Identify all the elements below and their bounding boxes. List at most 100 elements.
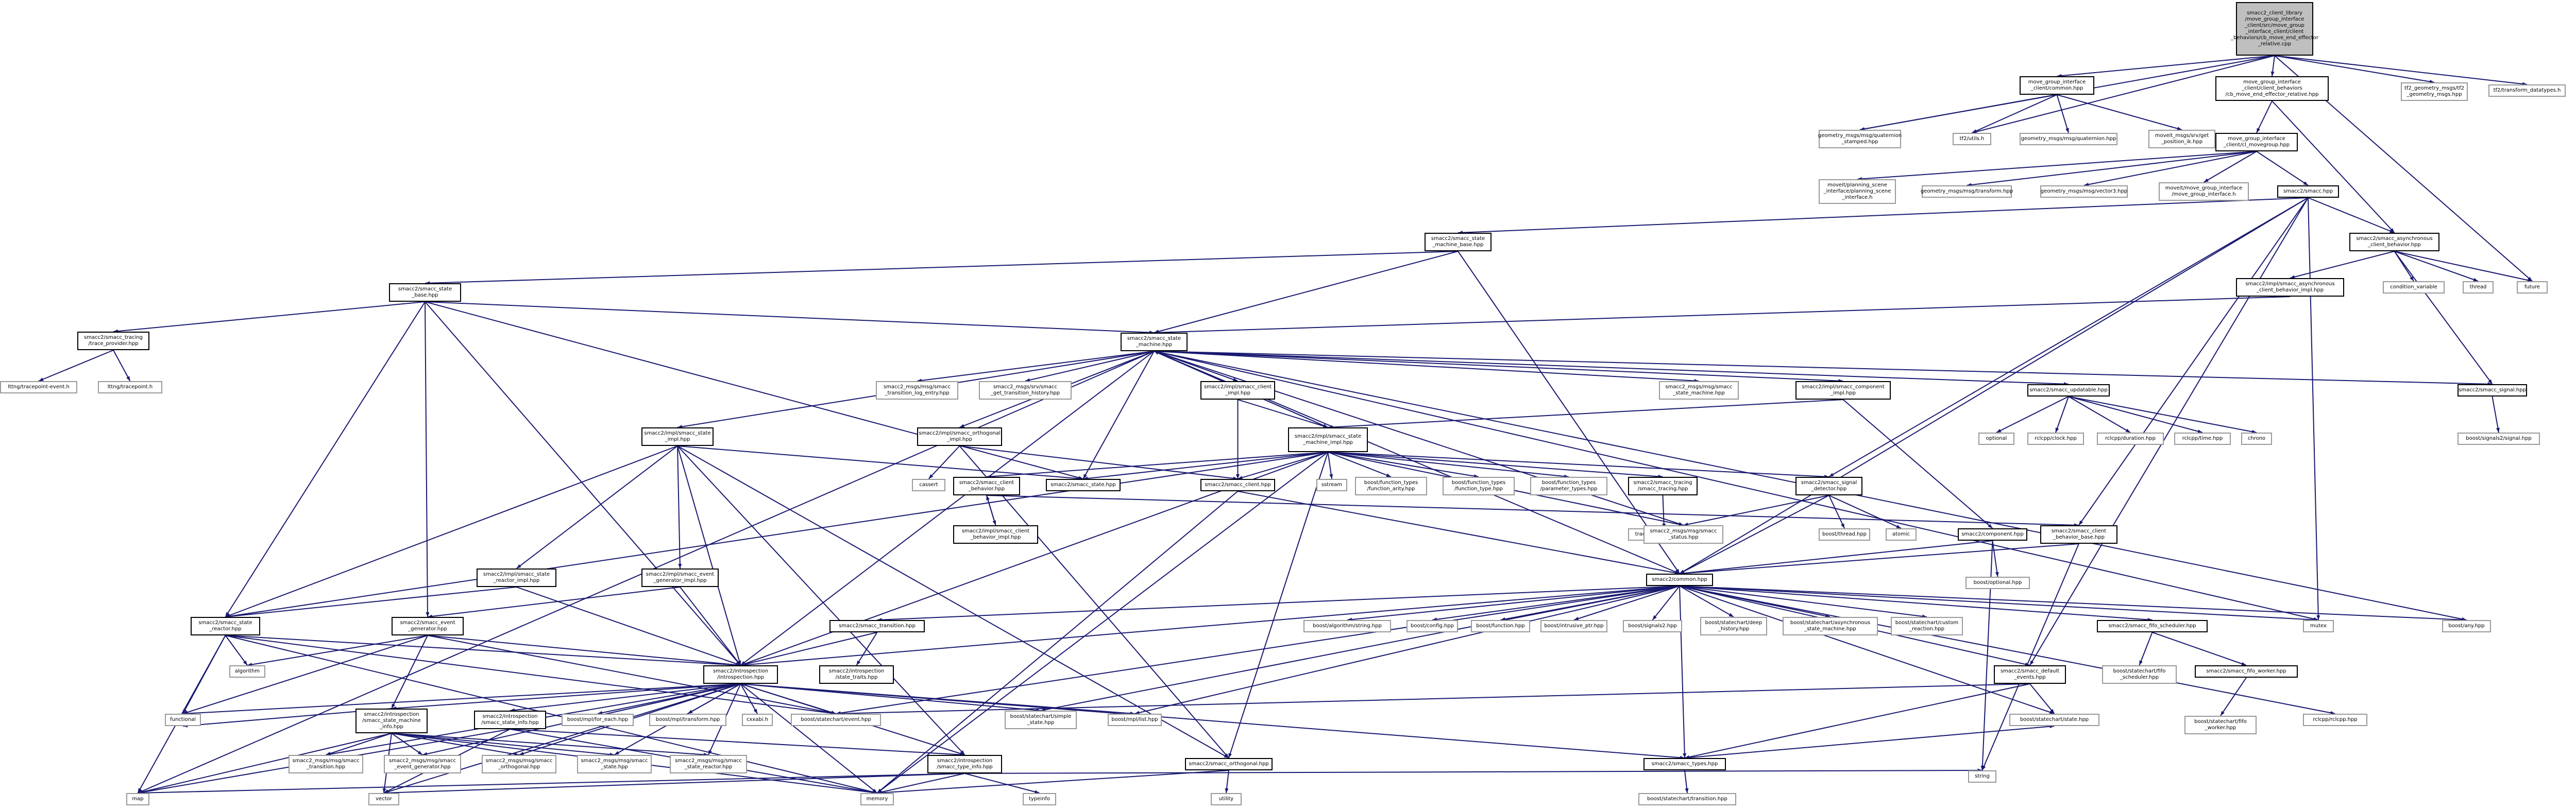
state-traits-node[interactable]: smacc2/introspection /state_traits.hpp [819,665,894,684]
fifo-scheduler-hpp-node[interactable]: smacc2/smacc_fifo_scheduler.hpp [2097,620,2208,632]
status-msg-node: smacc2_msgs/msg/smacc _status.hpp [1643,525,1723,544]
event-generator-impl-node[interactable]: smacc2/impl/smacc_event _generator_impl.… [641,568,719,587]
map-node: map [126,793,149,805]
boost-function-node: boost/function.hpp [1471,620,1530,632]
state-machine-info-node[interactable]: smacc2/introspection /smacc_state_machin… [355,709,428,733]
client-behavior-hpp-node[interactable]: smacc2/smacc_client _behavior.hpp [953,477,1020,495]
include-edge [113,301,426,333]
include-edge [427,587,681,618]
parameter-types-node: boost/function_types /parameter_types.hp… [1530,477,1607,495]
tf2-geometry-msgs-node: tf2_geometry_msgs/tf2 _geometry_msgs.hpp [2401,82,2468,101]
include-edge [740,683,1041,712]
component-impl-node[interactable]: smacc2/impl/smacc_component _impl.hpp [1795,381,1891,400]
include-edge [2270,55,2275,77]
type-info-node[interactable]: smacc2/introspection /smacc_type_info.hp… [927,755,1002,773]
include-edge [1154,351,1684,526]
include-edge [2152,632,2247,666]
include-edge [2256,151,2309,186]
include-edge [38,350,114,382]
smacc-hpp-node[interactable]: smacc2/smacc.hpp [2277,185,2339,198]
include-edge [1684,770,1689,794]
state-machine-base-node[interactable]: smacc2/smacc_state _machine_base.hpp [1425,233,1492,251]
optional-node: optional [1978,433,2014,445]
state-info-node[interactable]: smacc2/introspection /smacc_state_info.h… [474,711,546,729]
include-edge [1828,495,1845,529]
asynchronous-client-behavior-node[interactable]: smacc2/smacc_asynchronous _client_behavi… [2349,233,2439,251]
include-edge [2057,94,2182,130]
state-reactor-impl-node[interactable]: smacc2/impl/smacc_state _reactor_impl.hp… [477,568,556,587]
include-edge [2068,396,2257,434]
cassert-node: cassert [912,479,945,491]
client-behavior-impl-node[interactable]: smacc2/impl/smacc_client _behavior_impl.… [953,525,1038,544]
include-edge [516,587,741,666]
state-machine-node[interactable]: smacc2/smacc_state _machine.hpp [1121,333,1188,351]
include-edge [391,733,519,756]
future-node: future [2517,281,2548,294]
types-hpp-node[interactable]: smacc2/smacc_types.hpp [1643,758,1726,770]
include-edge [2492,396,2500,433]
chrono-node: chrono [2241,433,2272,445]
component-hpp-node[interactable]: smacc2/component.hpp [1958,528,2027,541]
state-impl-node[interactable]: smacc2/impl/smacc_state _impl.hpp [641,427,714,446]
client-impl-node[interactable]: smacc2/impl/smacc_client _impl.hpp [1200,381,1275,400]
orthogonal-msg-node: smacc2_msgs/msg/smacc _orthogonal.hpp [482,755,556,773]
include-edge [836,683,2030,716]
include-edge [225,635,248,666]
introspection-node[interactable]: smacc2/introspection /introspection.hpp [703,665,778,684]
trace-provider-node[interactable]: smacc2/smacc_tracing /trace_provider.hpp [77,332,149,350]
include-edge [2394,251,2493,385]
default-events-node[interactable]: smacc2/smacc_default _events.hpp [1994,665,2066,684]
include-edge [1328,452,1569,478]
include-edge [1679,543,2079,575]
common-hpp-node[interactable]: smacc2/common.hpp [1646,574,1713,586]
fifo-worker-hpp-node[interactable]: smacc2/smacc_fifo_worker.hpp [2195,665,2298,678]
mpl-for-each-node: boost/mpl/for_each.hpp [562,714,634,726]
event-generator-node[interactable]: smacc2/smacc_event _generator.hpp [392,617,464,635]
include-edge [1679,585,1927,618]
include-edge [1972,55,2275,134]
include-edge [2308,197,2395,233]
include-edge [856,632,878,666]
include-edge [1458,197,2309,235]
include-edge [516,445,678,569]
include-edge [425,301,741,666]
include-edge [182,683,741,716]
cl-movegroup-hpp-node[interactable]: move_group_interface _client/cl_movegrou… [2215,133,2298,151]
root-source-file-node: smacc2_client_library /move_group_interf… [2231,2,2318,56]
state-hpp-node[interactable]: smacc2/smacc_state.hpp [1046,479,1121,491]
mgi-common-hpp-node[interactable]: move_group_interface _client/common.hpp [2020,76,2094,95]
updatable-node[interactable]: smacc2/smacc_updatable.hpp [2027,384,2110,397]
include-edge [1458,251,1680,574]
orthogonal-impl-node[interactable]: smacc2/impl/smacc_orthogonal _impl.hpp [917,427,1002,446]
include-edge [1981,543,2079,771]
include-edge [1652,585,1680,621]
transform-msg-node: geometry_msgs/msg/transform.hpp [1921,185,2013,198]
include-edge [1679,540,1993,575]
smacc-tracing-hpp-node[interactable]: smacc2/smacc_tracing /smacc_tracing.hpp [1628,477,1698,495]
include-edge [2272,100,2395,233]
smacc-transition-node[interactable]: smacc2/smacc_transition.hpp [829,620,925,632]
asynchronous-client-behavior-impl-node[interactable]: smacc2/impl/smacc_asynchronous _client_b… [2236,278,2344,297]
state-base-node[interactable]: smacc2/smacc_state _base.hpp [389,283,461,302]
custom-reaction-node: boost/statechart/custom _reaction.hpp [1891,617,1963,635]
state-reactor-node[interactable]: smacc2/smacc_state _reactor.hpp [191,617,260,635]
client-hpp-node[interactable]: smacc2/smacc_client.hpp [1200,479,1275,491]
include-edge [959,445,1229,759]
signal-hpp-node[interactable]: smacc2/smacc_signal.hpp [2458,384,2527,397]
include-edge [1857,151,2257,181]
include-edge [510,683,741,712]
include-edge [2139,632,2153,666]
state-msg-node: smacc2_msgs/msg/smacc _state.hpp [577,755,652,773]
boost-optional-node: boost/optional.hpp [1965,577,2030,589]
client-behavior-base-node[interactable]: smacc2/smacc_client _behavior_base.hpp [2040,525,2117,544]
signal-detector-node[interactable]: smacc2/smacc_signal _detector.hpp [1795,477,1862,495]
include-edge [427,635,836,715]
planning-scene-interface-node: moveit/planning_scene _interface/plannin… [1819,179,1896,204]
include-edge [2068,396,2131,433]
cb-move-end-effector-relative-hpp-node[interactable]: move_group_interface _client/client_beha… [2215,76,2329,101]
include-edge [2083,151,2257,186]
orthogonal-hpp-node[interactable]: smacc2/smacc_orthogonal.hpp [1185,758,1273,770]
lttng-tracepoint-node: lttng/tracepoint.h [98,381,162,393]
include-edge [1684,725,2055,759]
state-machine-impl-node[interactable]: smacc2/impl/smacc_state _machine_impl.hp… [1288,427,1368,452]
